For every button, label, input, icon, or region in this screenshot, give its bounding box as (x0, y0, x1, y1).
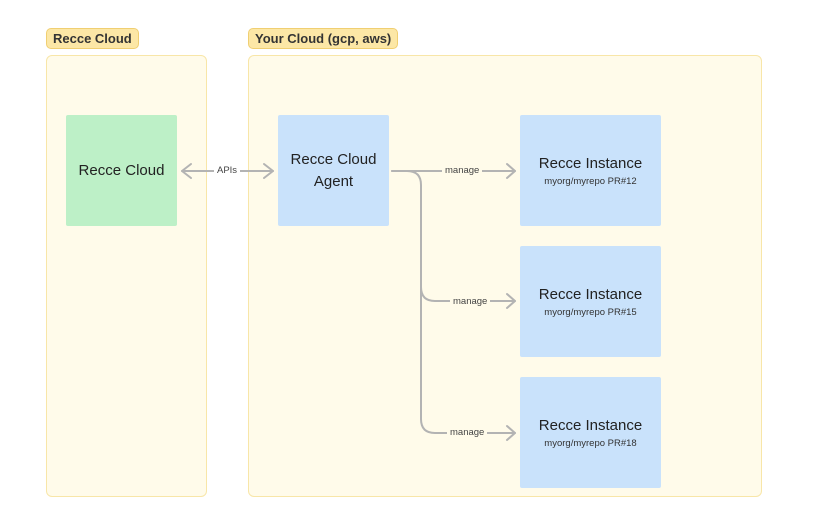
instance-1-subtitle: myorg/myrepo PR#12 (544, 176, 637, 187)
manage-label-1: manage (442, 165, 483, 177)
recce-instance-node-2: Recce Instance myorg/myrepo PR#15 (520, 246, 661, 357)
region-recce-cloud (46, 55, 207, 497)
recce-cloud-node-title: Recce Cloud (78, 161, 165, 179)
manage-arrowhead-3 (506, 425, 516, 441)
manage-arrowhead-2 (506, 293, 516, 309)
manage-label-3: manage (447, 427, 488, 439)
instance-1-title: Recce Instance (538, 155, 643, 172)
agent-node-title-line2: Agent (313, 172, 354, 190)
apis-arrowhead-left (181, 163, 192, 179)
apis-arrowhead-right (263, 163, 274, 179)
instance-2-subtitle: myorg/myrepo PR#15 (544, 307, 637, 318)
manage-connector-2 (420, 286, 516, 302)
recce-instance-node-3: Recce Instance myorg/myrepo PR#18 (520, 377, 661, 488)
recce-cloud-node: Recce Cloud (66, 115, 177, 226)
manage-connector-3 (420, 418, 516, 434)
manage-arrowhead-1 (506, 163, 516, 179)
agent-node-title-line1: Recce Cloud (290, 150, 377, 168)
instance-3-title: Recce Instance (538, 417, 643, 434)
region-tag-your-cloud: Your Cloud (gcp, aws) (248, 28, 399, 49)
manage-label-2: manage (450, 296, 491, 308)
manage-branch (391, 170, 422, 420)
recce-cloud-agent-node: Recce Cloud Agent (278, 115, 389, 226)
apis-label: APIs (214, 165, 241, 177)
instance-2-title: Recce Instance (538, 286, 643, 303)
recce-instance-node-1: Recce Instance myorg/myrepo PR#12 (520, 115, 661, 226)
instance-3-subtitle: myorg/myrepo PR#18 (544, 438, 637, 449)
region-tag-recce-cloud: Recce Cloud (46, 28, 139, 49)
